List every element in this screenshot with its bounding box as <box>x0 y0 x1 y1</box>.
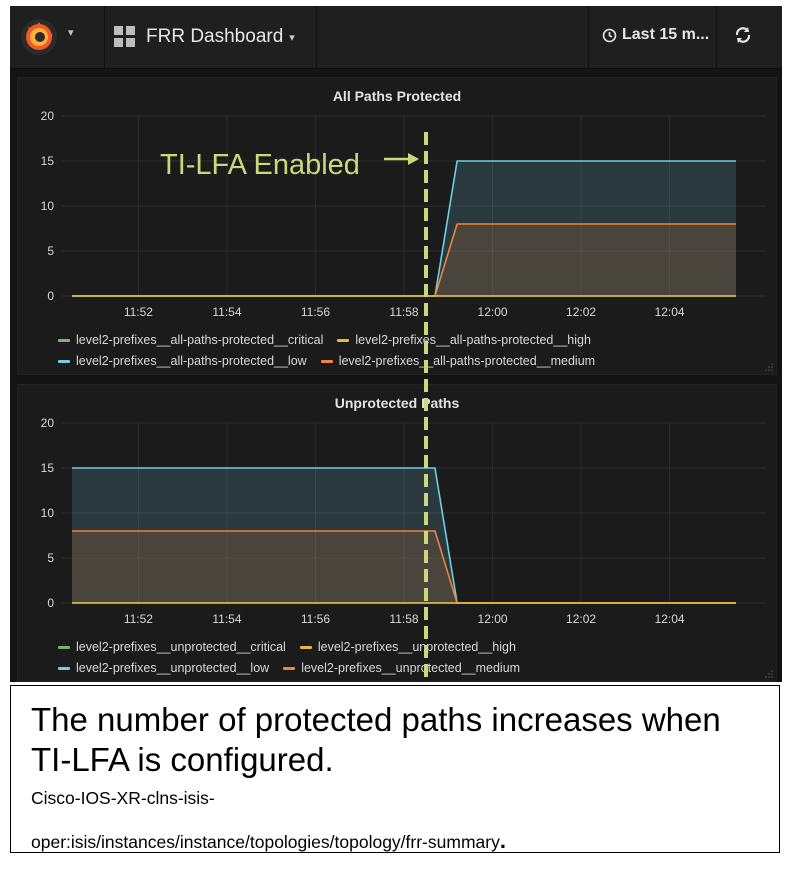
legend-row: level2-prefixes__unprotected__critical le… <box>58 637 534 658</box>
legend-row: level2-prefixes__all-paths-protected__cr… <box>58 330 609 351</box>
x-tick-label: 11:58 <box>389 612 418 625</box>
legend-swatch <box>283 667 296 671</box>
legend-item-high[interactable]: level2-prefixes__all-paths-protected__hi… <box>337 330 591 351</box>
legend-swatch <box>337 339 350 343</box>
top-navbar: ▾ FRR Dashboard ▾ Last 15 m... <box>10 6 782 69</box>
x-tick-label: 11:52 <box>124 612 153 625</box>
y-tick-label: 15 <box>41 461 55 475</box>
legend-swatch <box>58 646 70 650</box>
y-tick-label: 10 <box>41 199 55 213</box>
time-range-label: Last 15 m... <box>622 26 710 43</box>
chart-unprotected-paths: 0 5 10 15 20 11:52 11:54 11:56 11:58 12:00 12:02 12… <box>41 416 766 625</box>
legend-swatch <box>58 667 70 671</box>
caption-xpath-line1: Cisco-IOS-XR-clns-isis- <box>31 788 215 808</box>
clock-icon <box>602 28 617 42</box>
y-tick-label: 0 <box>47 596 54 610</box>
y-tick-label: 10 <box>41 506 55 520</box>
x-tick-label: 12:02 <box>566 305 596 318</box>
panel-unprotected-paths: Unprotected Paths 0 5 10 15 20 11:52 11:54 11:5… <box>17 384 777 682</box>
x-tick-label: 12:00 <box>478 305 508 318</box>
caption-xpath-line2: oper:isis/instances/instance/topologies/… <box>31 828 506 854</box>
ti-lfa-annotation-label: TI-LFA Enabled <box>160 149 360 181</box>
legend-label: level2-prefixes__all-paths-protected__hi… <box>355 333 591 347</box>
resize-handle-icon[interactable] <box>765 363 773 371</box>
legend-row: level2-prefixes__unprotected__low level2-… <box>58 658 534 679</box>
legend-swatch <box>58 360 70 364</box>
y-tick-label: 20 <box>41 109 55 123</box>
x-tick-label: 11:54 <box>212 305 241 318</box>
grafana-dashboard: ▾ FRR Dashboard ▾ Last 15 m... <box>10 6 782 682</box>
legend-item-low[interactable]: level2-prefixes__unprotected__low <box>58 658 269 679</box>
legend-item-critical[interactable]: level2-prefixes__all-paths-protected__cr… <box>58 330 323 351</box>
panel-title[interactable]: Unprotected Paths <box>334 395 460 411</box>
legend-item-high[interactable]: level2-prefixes__unprotected__high <box>299 637 516 658</box>
dashboard-title: FRR Dashboard <box>146 26 284 47</box>
series-area-medium <box>72 224 736 296</box>
grafana-menu-button[interactable]: ▾ <box>20 18 100 56</box>
legend-label: level2-prefixes__unprotected__medium <box>301 661 521 675</box>
chart-legend: level2-prefixes__all-paths-protected__cr… <box>58 330 609 372</box>
y-tick-label: 5 <box>47 551 54 565</box>
panel-all-paths-protected: All Paths Protected 0 5 10 15 20 11:52 11:54 11… <box>17 77 777 375</box>
series-area-medium <box>72 531 736 603</box>
chevron-down-icon: ▾ <box>289 31 295 44</box>
grafana-logo-icon <box>21 19 57 55</box>
x-tick-label: 11:54 <box>212 612 241 625</box>
y-tick-label: 20 <box>41 416 55 430</box>
chevron-down-icon: ▾ <box>68 27 74 39</box>
caption-xpath-line2-text: oper:isis/instances/instance/topologies/… <box>31 832 500 852</box>
time-range-picker[interactable]: Last 15 m... <box>602 26 709 44</box>
chart-all-paths-protected: 0 5 10 15 20 11:52 11:54 11:56 11:58 12:00 12:02 12… <box>41 109 766 318</box>
caption-period: . <box>499 828 506 853</box>
dashboard-picker-button[interactable]: FRR Dashboard ▾ <box>114 18 295 56</box>
y-tick-label: 0 <box>47 289 54 303</box>
legend-item-medium[interactable]: level2-prefixes__all-paths-protected__me… <box>320 351 596 372</box>
legend-label: level2-prefixes__all-paths-protected__me… <box>338 354 596 368</box>
x-tick-label: 12:04 <box>655 305 685 318</box>
x-tick-label: 11:52 <box>124 305 153 318</box>
legend-swatch <box>320 360 333 364</box>
x-tick-label: 11:56 <box>301 305 330 318</box>
panel-title[interactable]: All Paths Protected <box>332 88 462 104</box>
legend-label: level2-prefixes__unprotected__high <box>317 640 516 654</box>
legend-label: level2-prefixes__all-paths-protected__cr… <box>76 333 324 347</box>
legend-label: level2-prefixes__unprotected__low <box>76 661 270 675</box>
dashboard-grid-icon <box>114 26 135 47</box>
resize-handle-icon[interactable] <box>765 670 773 678</box>
x-tick-label: 12:04 <box>655 612 685 625</box>
x-tick-label: 11:56 <box>301 612 330 625</box>
x-tick-label: 12:02 <box>566 612 596 625</box>
y-tick-label: 5 <box>47 244 54 258</box>
legend-row: level2-prefixes__all-paths-protected__lo… <box>58 351 609 372</box>
caption-main-text: The number of protected paths increases … <box>31 701 721 778</box>
legend-label: level2-prefixes__all-paths-protected__lo… <box>76 354 307 368</box>
refresh-icon[interactable] <box>734 26 752 44</box>
y-tick-label: 15 <box>41 154 55 168</box>
legend-item-low[interactable]: level2-prefixes__all-paths-protected__lo… <box>58 351 307 372</box>
legend-swatch <box>58 339 70 343</box>
figure-caption: The number of protected paths increases … <box>10 685 780 853</box>
x-tick-label: 12:00 <box>478 612 508 625</box>
legend-item-critical[interactable]: level2-prefixes__unprotected__critical <box>58 637 286 658</box>
legend-label: level2-prefixes__unprotected__critical <box>76 640 286 654</box>
x-tick-label: 11:58 <box>389 305 418 318</box>
series-area-low <box>72 161 736 296</box>
legend-item-medium[interactable]: level2-prefixes__unprotected__medium <box>283 658 520 679</box>
series-area-low <box>72 468 736 603</box>
legend-swatch <box>299 646 312 650</box>
